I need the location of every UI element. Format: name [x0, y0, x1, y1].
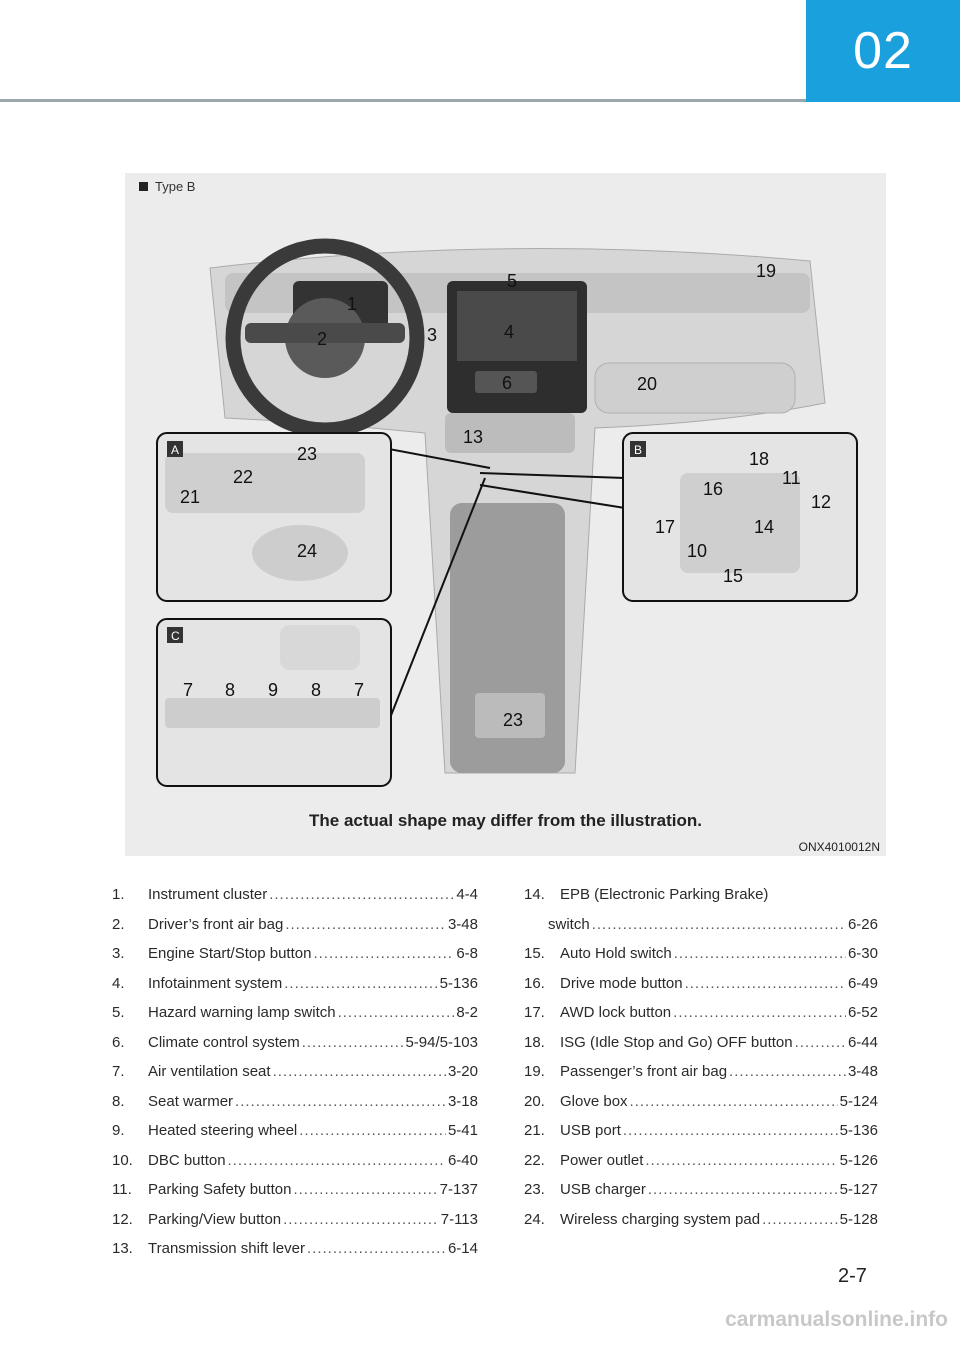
callout-13: 13 [463, 427, 483, 447]
list-item: 24.Wireless charging system pad5-128 [524, 1205, 878, 1235]
list-item: 6.Climate control system5-94/5-103 [112, 1028, 478, 1058]
callout-1: 1 [347, 294, 357, 314]
list-item: 7.Air ventilation seat3-20 [112, 1057, 478, 1087]
list-item-continuation: switch6-26 [524, 910, 878, 940]
callout-12: 12 [811, 492, 831, 512]
list-item: 21.USB port5-136 [524, 1116, 878, 1146]
inset-b-tag: B [630, 441, 646, 457]
svg-text:B: B [634, 443, 642, 457]
list-item: 23.USB charger5-127 [524, 1175, 878, 1205]
callout-23a: 23 [297, 444, 317, 464]
dashboard-figure: A B C 1 2 3 4 5 6 13 19 20 23 21 22 23 2… [125, 173, 886, 856]
callout-15: 15 [723, 566, 743, 586]
square-bullet-icon [139, 182, 148, 191]
list-item: 9.Heated steering wheel5-41 [112, 1116, 478, 1146]
svg-text:A: A [171, 443, 179, 457]
list-item: 12.Parking/View button7-113 [112, 1205, 478, 1235]
list-item: 4.Infotainment system5-136 [112, 969, 478, 999]
callout-8-left: 8 [225, 680, 235, 700]
right-list: 14.EPB (Electronic Parking Brake) switch… [524, 880, 878, 1234]
type-label-text: Type B [155, 179, 196, 194]
callout-11: 11 [782, 468, 801, 488]
list-item: 5.Hazard warning lamp switch8-2 [112, 998, 478, 1028]
list-item: 3.Engine Start/Stop button6-8 [112, 939, 478, 969]
list-item: 16.Drive mode button6-49 [524, 969, 878, 999]
list-item: 22.Power outlet5-126 [524, 1146, 878, 1176]
list-item: 19.Passenger’s front air bag3-48 [524, 1057, 878, 1087]
callout-14: 14 [754, 517, 774, 537]
callout-4: 4 [504, 322, 514, 342]
chapter-number: 02 [853, 22, 913, 80]
callout-19: 19 [756, 261, 776, 281]
callout-23: 23 [503, 710, 523, 730]
callout-21: 21 [180, 487, 200, 507]
callout-24: 24 [297, 541, 317, 561]
list-item: 17.AWD lock button6-52 [524, 998, 878, 1028]
list-item: 8.Seat warmer3-18 [112, 1087, 478, 1117]
list-item: 20.Glove box5-124 [524, 1087, 878, 1117]
header-rule [0, 99, 806, 102]
callout-17: 17 [655, 517, 675, 537]
callout-5: 5 [507, 271, 517, 291]
list-item: 1.Instrument cluster4-4 [112, 880, 478, 910]
list-item: 2.Driver’s front air bag3-48 [112, 910, 478, 940]
inset-c-tag: C [167, 627, 183, 643]
list-item: 15.Auto Hold switch6-30 [524, 939, 878, 969]
figure-code: ONX4010012N [798, 840, 880, 854]
callout-6: 6 [502, 373, 512, 393]
inset-a-tag: A [167, 441, 183, 457]
list-item: 10.DBC button6-40 [112, 1146, 478, 1176]
callout-10: 10 [687, 541, 707, 561]
callout-2: 2 [317, 329, 327, 349]
list-item: 18.ISG (Idle Stop and Go) OFF button6-44 [524, 1028, 878, 1058]
callout-7-right: 7 [354, 680, 364, 700]
callout-20: 20 [637, 374, 657, 394]
list-item: 14.EPB (Electronic Parking Brake) [524, 886, 769, 904]
dashboard-illustration: A B C 1 2 3 4 5 6 13 19 20 23 21 22 23 2… [156, 238, 858, 787]
callout-18: 18 [749, 449, 769, 469]
callout-9: 9 [268, 680, 278, 700]
callout-3: 3 [427, 325, 437, 345]
page-number: 2-7 [838, 1265, 867, 1287]
callout-8-right: 8 [311, 680, 321, 700]
left-list: 1.Instrument cluster4-4 2.Driver’s front… [112, 880, 478, 1264]
type-label: Type B [139, 179, 195, 194]
callout-7-left: 7 [183, 680, 193, 700]
list-item: 11.Parking Safety button7-137 [112, 1175, 478, 1205]
chapter-tab: 02 [806, 0, 960, 102]
watermark: carmanualsonline.info [725, 1308, 948, 1331]
callout-22: 22 [233, 467, 253, 487]
figure-caption: The actual shape may differ from the ill… [309, 811, 702, 830]
list-item: 13.Transmission shift lever6-14 [112, 1234, 478, 1264]
callout-16: 16 [703, 479, 723, 499]
svg-text:C: C [171, 629, 180, 643]
